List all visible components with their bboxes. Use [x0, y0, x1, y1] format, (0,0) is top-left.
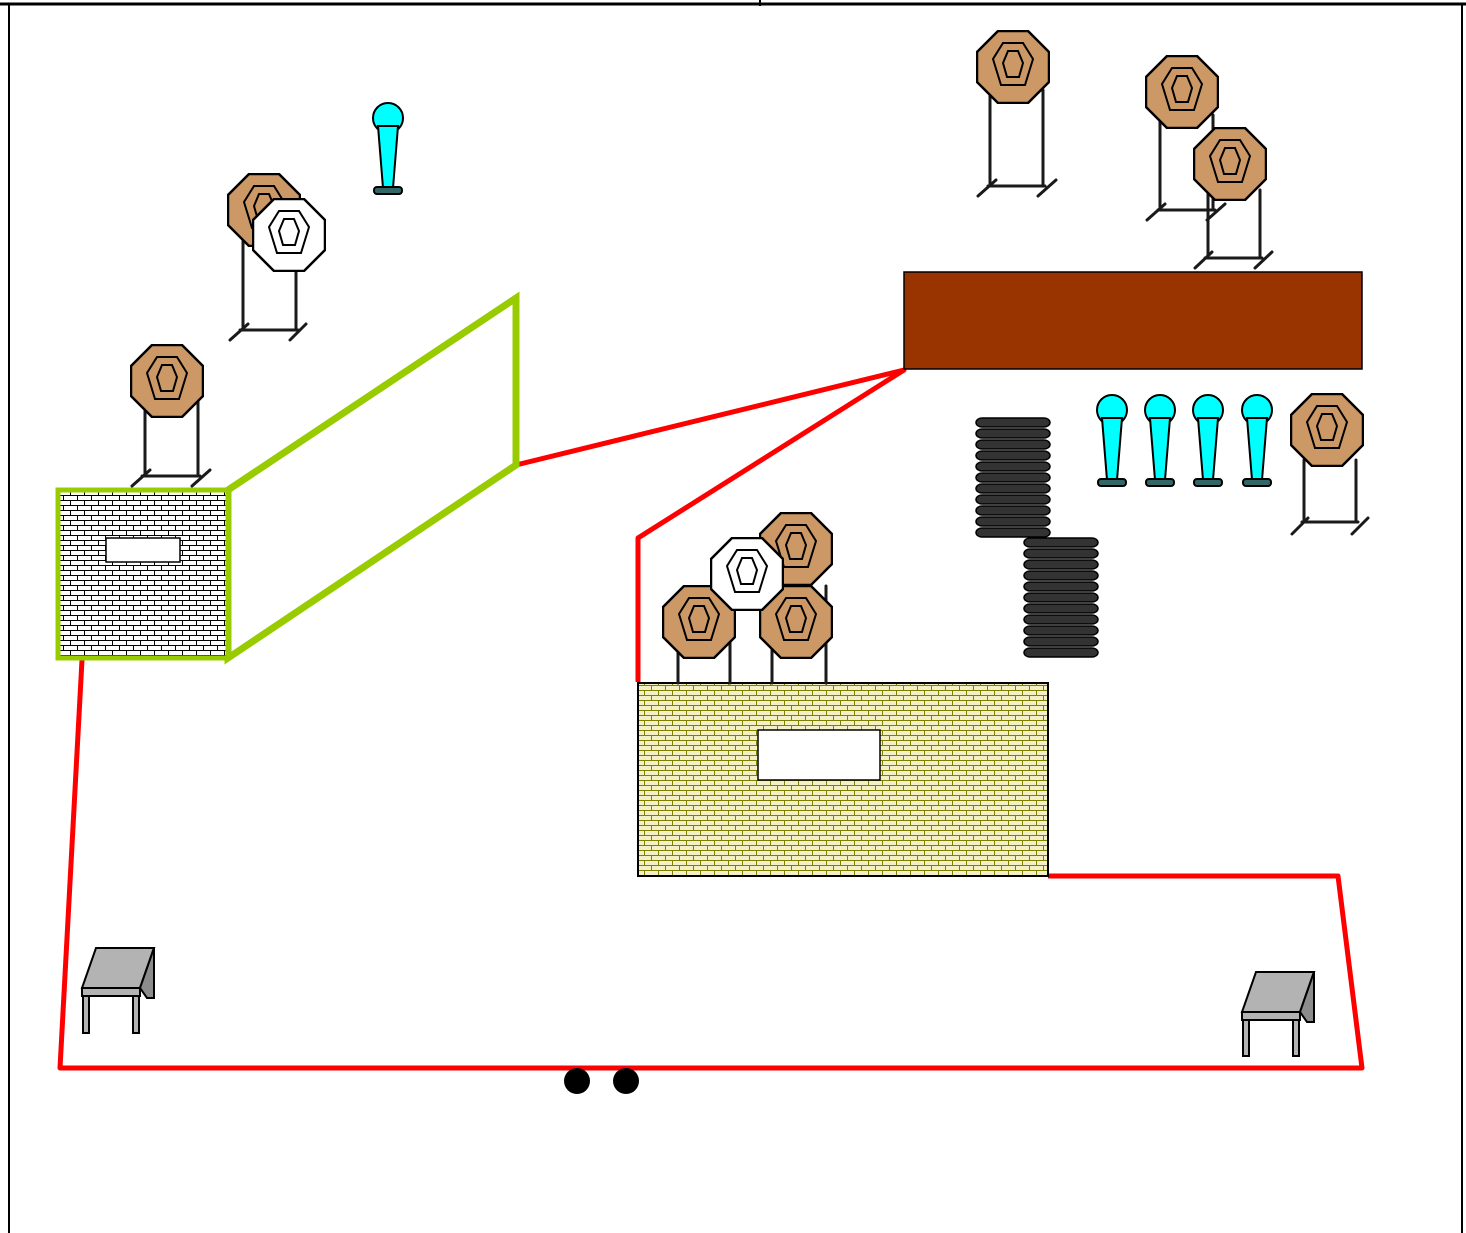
steel-plate-icon	[1145, 55, 1219, 129]
no-shoot-plate-icon	[710, 537, 784, 611]
tire	[975, 483, 1051, 494]
tire	[975, 428, 1051, 439]
start-position-icon	[564, 1068, 590, 1094]
steel-plate-icon	[1290, 393, 1364, 467]
tire	[975, 527, 1051, 538]
tire	[975, 439, 1051, 450]
tire	[1023, 636, 1099, 647]
tire	[975, 505, 1051, 516]
green-wall-outline	[224, 291, 520, 665]
brick-wall-olive	[637, 682, 1049, 877]
fault-line	[57, 367, 1365, 1071]
tire	[1023, 559, 1099, 570]
popper-icon	[1096, 394, 1128, 487]
fault-line-right	[515, 367, 907, 682]
tire	[1023, 614, 1099, 625]
tire	[1023, 537, 1099, 548]
tire	[1023, 548, 1099, 559]
tire	[1023, 570, 1099, 581]
table-icon	[80, 947, 156, 1034]
tire-stack-icon	[975, 417, 1051, 538]
brick-wall-white	[55, 487, 231, 661]
tire	[1023, 581, 1099, 592]
tire	[975, 516, 1051, 527]
tire-stack-icon	[1023, 537, 1099, 658]
start-position-markers	[564, 1068, 639, 1094]
poppers	[372, 102, 1273, 487]
steel-plate-icon	[1193, 127, 1267, 201]
steel-plate-icon	[130, 344, 204, 418]
tire	[975, 461, 1051, 472]
tire	[1023, 647, 1099, 658]
fault-line-left	[57, 659, 1365, 1071]
no-shoot-plate-icon	[252, 198, 326, 272]
tire	[975, 472, 1051, 483]
tire	[975, 417, 1051, 428]
tire	[1023, 592, 1099, 603]
tire	[975, 450, 1051, 461]
tire	[1023, 625, 1099, 636]
popper-icon	[1192, 394, 1224, 487]
popper-icon	[372, 102, 404, 195]
popper-icon	[1144, 394, 1176, 487]
table-icon	[1240, 971, 1316, 1057]
target-stands	[130, 88, 1370, 685]
tire	[1023, 603, 1099, 614]
tire	[975, 494, 1051, 505]
wall-port-olive	[757, 729, 881, 781]
steel-plate-icon	[976, 30, 1050, 104]
popper-icon	[1241, 394, 1273, 487]
barricade	[903, 271, 1363, 370]
wall-port-white	[105, 537, 181, 563]
start-position-icon	[613, 1068, 639, 1094]
